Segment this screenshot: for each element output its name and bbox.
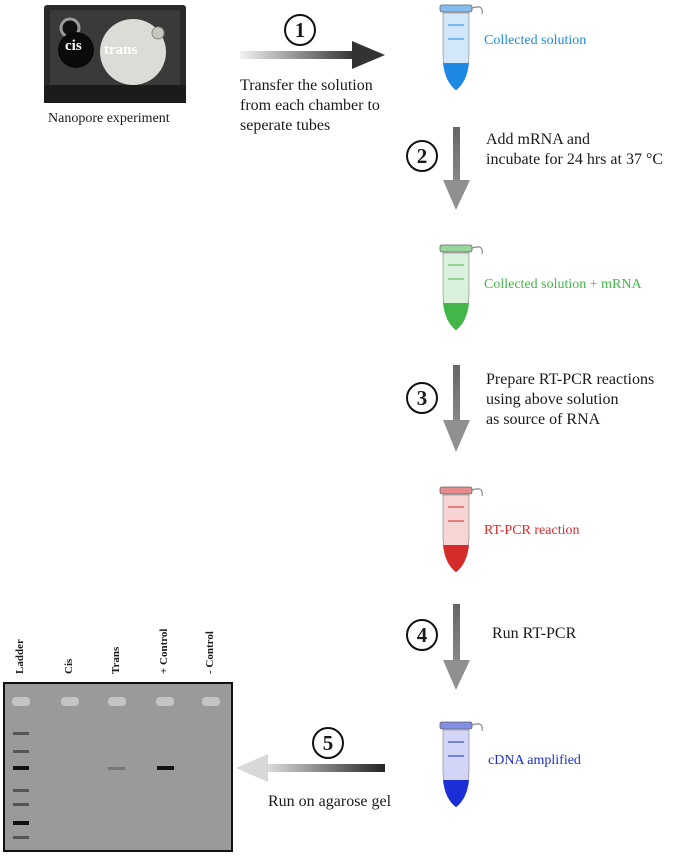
step-5-number: 5 (312, 727, 344, 759)
step-2-number: 2 (406, 140, 438, 172)
ladder-band (13, 789, 29, 792)
ladder-band (13, 732, 29, 735)
trans-label: trans (104, 42, 138, 58)
agarose-gel (3, 682, 233, 852)
step-2-text: Add mRNA and incubate for 24 hrs at 37 °… (486, 131, 664, 168)
gel-well (156, 697, 174, 706)
gel-lane-label: Ladder (14, 639, 26, 674)
tube-1-label: Collected solution (484, 33, 587, 48)
tube-2-label: Collected solution + mRNA (484, 277, 642, 292)
gel-lane-label: Cis (63, 658, 75, 674)
cis-label: cis (65, 38, 82, 54)
step-4-number: 4 (406, 619, 438, 651)
gel-well (108, 697, 126, 706)
ladder-bands (13, 732, 29, 839)
ladder-band (13, 821, 29, 825)
nanopore-device (44, 5, 186, 103)
trans-chamber (100, 19, 166, 85)
ladder-band (13, 803, 29, 806)
tube-3-label: RT-PCR reaction (484, 523, 580, 538)
gel-lane-label: + Control (158, 628, 170, 674)
gel-lane-label: Trans (110, 646, 122, 674)
tube-icon (439, 244, 483, 331)
positive-control-band (157, 766, 174, 770)
arrow-step-1 (240, 41, 385, 69)
step-1-number: 1 (284, 14, 316, 46)
arrow-step-5 (236, 754, 385, 782)
ladder-band (13, 750, 29, 753)
arrow-step-4 (443, 604, 470, 690)
step-3-number: 3 (406, 382, 438, 414)
arrow-step-2 (443, 127, 470, 210)
tube-icon (439, 721, 483, 808)
gel-lane-label: - Control (204, 631, 216, 674)
arrow-step-3 (443, 365, 470, 452)
step-3-text: Prepare RT-PCR reactions using above sol… (486, 371, 655, 428)
gel-well (61, 697, 79, 706)
tube-icon (439, 486, 483, 573)
ladder-band (13, 766, 29, 770)
ladder-band (13, 836, 29, 839)
gel-well (12, 697, 30, 706)
step-4-text: Run RT-PCR (492, 625, 577, 642)
cis-chamber (58, 32, 94, 68)
step-1-text: Transfer the solution from each chamber … (240, 77, 380, 134)
step-5-text: Run on agarose gel (268, 793, 392, 810)
gel-well (202, 697, 220, 706)
tube-icon (439, 4, 483, 91)
tube-4-label: cDNA amplified (488, 753, 581, 768)
nanopore-caption: Nanopore experiment (48, 111, 170, 126)
trans-band (108, 767, 125, 770)
